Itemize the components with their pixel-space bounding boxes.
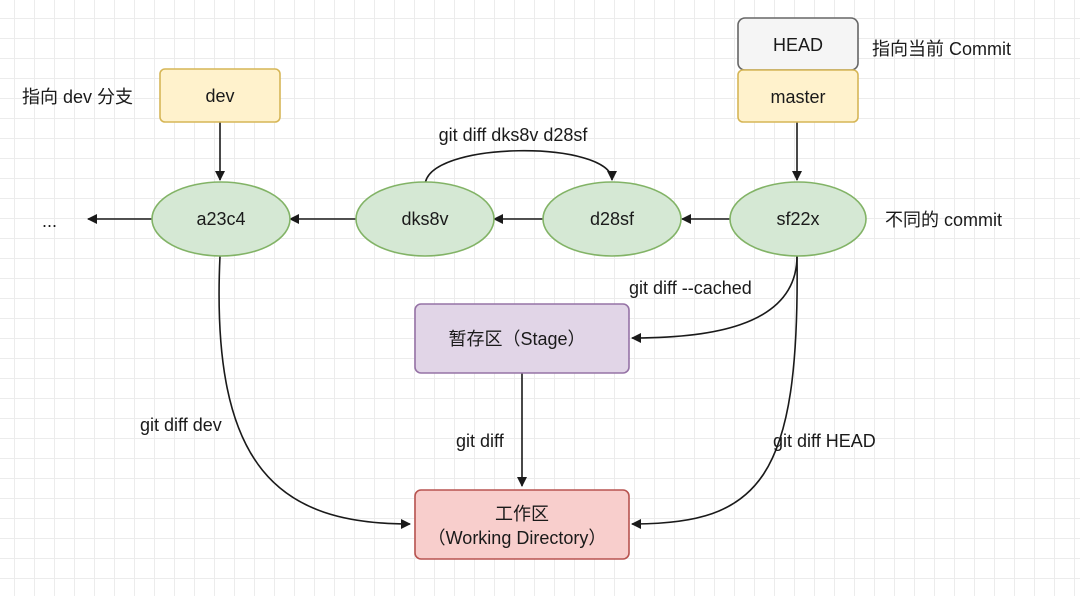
diff-label: git diff <box>456 431 505 451</box>
workdir-node <box>414 489 630 560</box>
workdir-label-line2: （Working Directory） <box>428 528 607 548</box>
diff-head-curve <box>631 255 798 529</box>
diff-dev-label: git diff dev <box>140 415 222 435</box>
stage-label: 暂存区（Stage） <box>448 329 585 349</box>
diff-head-label: git diff HEAD <box>773 431 876 451</box>
ellipsis-label: ... <box>42 211 57 231</box>
workdir-label-line1: 工作区 <box>495 504 549 524</box>
master-node <box>737 69 859 123</box>
commit-dks8v <box>355 181 495 257</box>
commit-d28sf <box>542 181 682 257</box>
head-pointer-note: 指向当前 Commit <box>872 39 1011 59</box>
commit-dks8v-label: dks8v <box>401 209 448 229</box>
master-label: master <box>770 87 825 107</box>
commit-sf22x <box>729 181 867 257</box>
head-label: HEAD <box>773 35 823 55</box>
diff-dev-curve <box>218 255 411 529</box>
dev-pointer-note: 指向 dev 分支 <box>22 87 133 107</box>
commit-a23c4 <box>151 181 291 257</box>
dev-node <box>159 68 281 123</box>
commit-d28sf-label: d28sf <box>590 209 635 229</box>
commit-sf22x-label: sf22x <box>776 209 819 229</box>
commit-a23c4-label: a23c4 <box>196 209 245 229</box>
diff-cached-curve <box>631 255 798 343</box>
different-commits-note: 不同的 commit <box>885 210 1002 230</box>
diff-commits-label: git diff dks8v d28sf <box>439 125 589 145</box>
diff-cached-label: git diff --cached <box>629 278 752 298</box>
stage-node <box>414 303 630 374</box>
diff-commits-curve <box>424 149 617 187</box>
dev-label: dev <box>205 86 234 106</box>
